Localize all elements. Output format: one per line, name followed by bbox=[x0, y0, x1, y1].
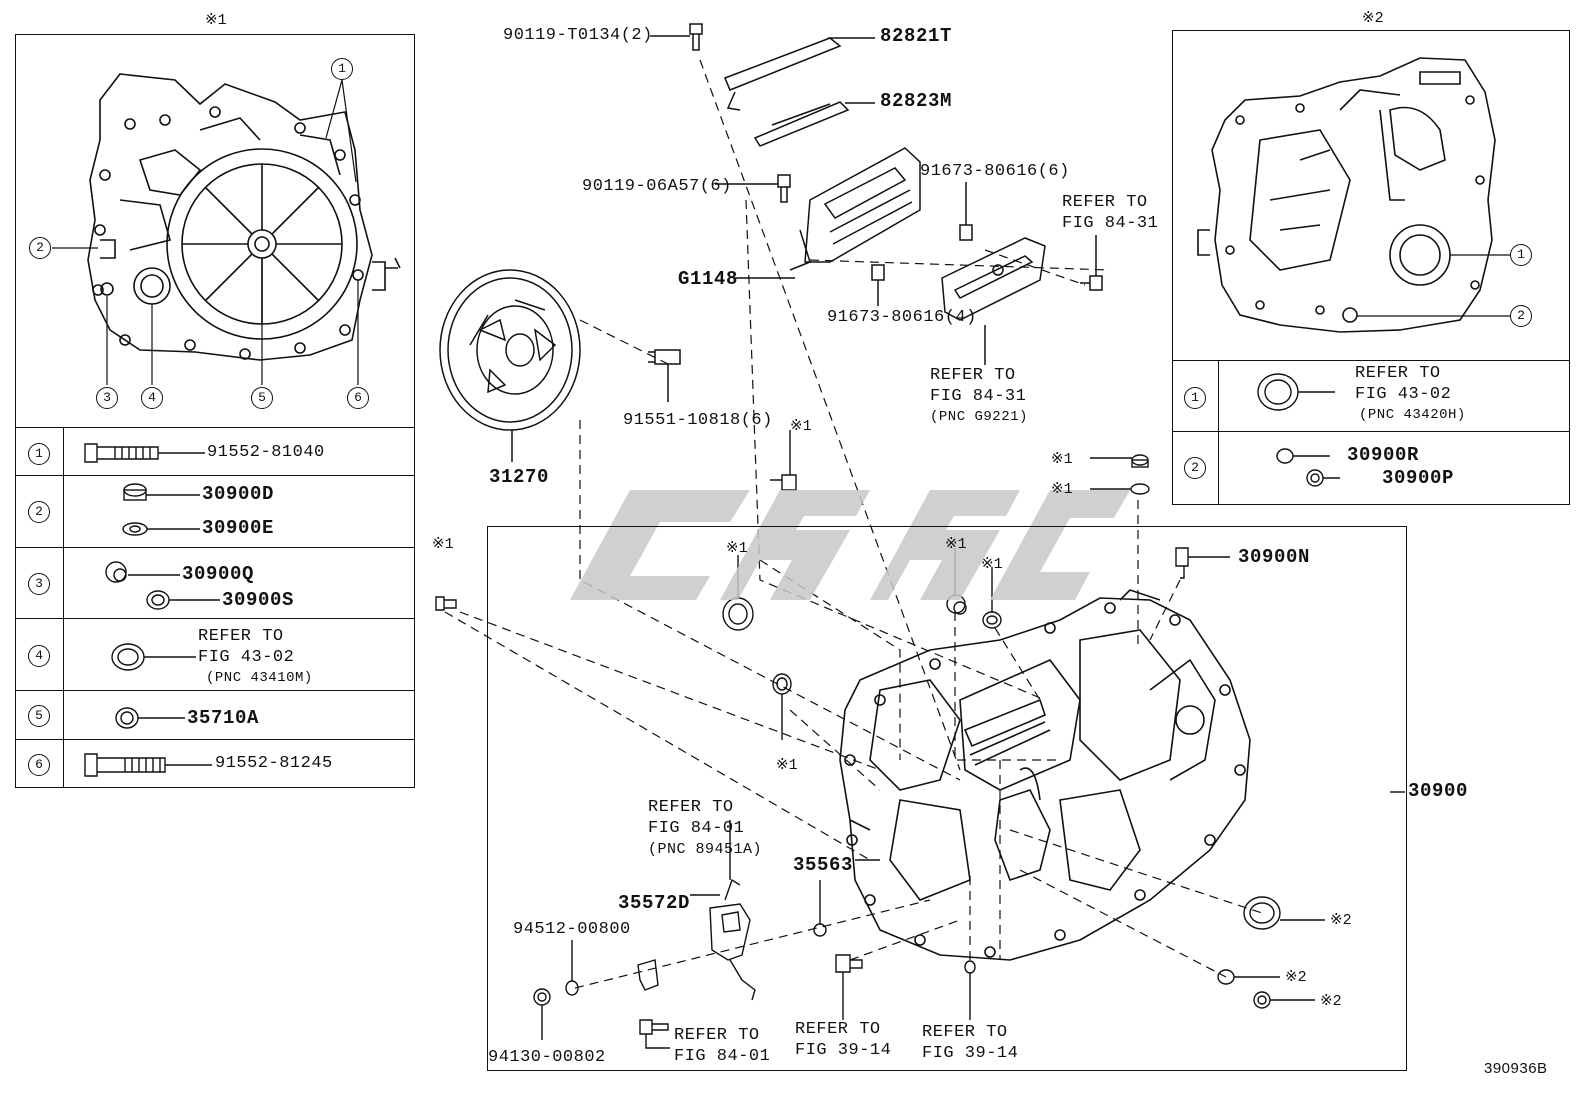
part-82823M[interactable]: 82823M bbox=[880, 90, 953, 112]
note-star1-seal: ※1 bbox=[726, 540, 748, 557]
part-30900S[interactable]: 30900S bbox=[222, 589, 295, 611]
note-star1-plug-top: ※1 bbox=[1051, 451, 1073, 468]
part-30900P[interactable]: 30900P bbox=[1382, 467, 1455, 489]
part-G1148[interactable]: G1148 bbox=[678, 268, 739, 290]
part-91552-81245[interactable]: 91552-81245 bbox=[215, 754, 333, 773]
part-30900R[interactable]: 30900R bbox=[1347, 444, 1420, 466]
left-callout-3: 3 bbox=[96, 387, 118, 409]
part-91551-10818[interactable]: 91551-10818(6) bbox=[623, 411, 773, 430]
right-table-num-2: 2 bbox=[1184, 457, 1206, 479]
part-90119-06A57[interactable]: 90119-06A57(6) bbox=[582, 177, 732, 196]
table-num-2: 2 bbox=[28, 501, 50, 523]
part-30900N[interactable]: 30900N bbox=[1238, 546, 1311, 568]
refer-fig-43-02-left[interactable]: REFER TO FIG 43-02 (PNC 43410M) bbox=[198, 627, 313, 686]
refer-fig-84-31-a[interactable]: REFER TO FIG 84-31 bbox=[1062, 193, 1159, 233]
refer-fig-84-01-a[interactable]: REFER TO FIG 84-01 (PNC 89451A) bbox=[648, 798, 763, 858]
note-star1-bolt: ※1 bbox=[790, 418, 812, 435]
main-transaxle-drawing bbox=[839, 589, 1251, 961]
top-center-parts bbox=[650, 23, 1103, 365]
left-table-part-icons bbox=[84, 443, 220, 777]
part-30900D[interactable]: 30900D bbox=[202, 483, 275, 505]
right-inset-note: ※2 bbox=[1362, 10, 1384, 27]
table-num-4: 4 bbox=[28, 645, 50, 667]
part-82821T[interactable]: 82821T bbox=[880, 25, 953, 47]
left-callout-2: 2 bbox=[29, 237, 51, 259]
part-90119-T0134[interactable]: 90119-T0134(2) bbox=[503, 26, 653, 45]
note-star2-seal: ※2 bbox=[1330, 912, 1352, 929]
table-num-6: 6 bbox=[28, 754, 50, 776]
part-91552-81040[interactable]: 91552-81040 bbox=[207, 443, 325, 462]
refer-fig-43-02-right[interactable]: REFER TO FIG 43-02 (PNC 43420H) bbox=[1355, 364, 1466, 423]
note-star2-oring: ※2 bbox=[1285, 969, 1307, 986]
table-num-3: 3 bbox=[28, 573, 50, 595]
part-94130-00802[interactable]: 94130-00802 bbox=[488, 1048, 606, 1067]
left-inset-note: ※1 bbox=[205, 12, 227, 29]
part-30900E[interactable]: 30900E bbox=[202, 517, 275, 539]
main-assembly-frame bbox=[487, 526, 1407, 1071]
right-inset-frame bbox=[1172, 30, 1570, 360]
part-31270[interactable]: 31270 bbox=[489, 466, 550, 488]
left-inset-frame bbox=[15, 34, 415, 427]
note-star1-oring: ※1 bbox=[981, 556, 1003, 573]
left-callout-4: 4 bbox=[141, 387, 163, 409]
table-num-1: 1 bbox=[28, 443, 50, 465]
note-star1-gasket-top: ※1 bbox=[1051, 481, 1073, 498]
right-table-part-icons bbox=[1257, 373, 1340, 487]
part-30900Q[interactable]: 30900Q bbox=[182, 563, 255, 585]
watermark-logo bbox=[570, 490, 1130, 600]
part-91673-80616-4[interactable]: 91673-80616(4) bbox=[827, 308, 977, 327]
left-callout-1: 1 bbox=[331, 58, 353, 80]
figure-code: 390936B bbox=[1484, 1060, 1548, 1077]
part-35563[interactable]: 35563 bbox=[793, 854, 854, 876]
note-star1-left-bolt: ※1 bbox=[432, 536, 454, 553]
left-callout-6: 6 bbox=[347, 387, 369, 409]
refer-fig-39-14-b[interactable]: REFER TO FIG 39-14 bbox=[922, 1023, 1019, 1063]
part-30900[interactable]: 30900 bbox=[1408, 780, 1469, 802]
part-91673-80616-6[interactable]: 91673-80616(6) bbox=[920, 162, 1070, 181]
part-35710A[interactable]: 35710A bbox=[187, 707, 260, 729]
note-star1-plug: ※1 bbox=[945, 536, 967, 553]
refer-fig-39-14-a[interactable]: REFER TO FIG 39-14 bbox=[795, 1020, 892, 1060]
dashed-guide-lines bbox=[444, 59, 1263, 989]
note-star1-washer: ※1 bbox=[776, 757, 798, 774]
right-callout-1: 1 bbox=[1510, 244, 1532, 266]
refer-fig-84-01-b[interactable]: REFER TO FIG 84-01 bbox=[674, 1026, 771, 1066]
clutch-damper-drawing bbox=[439, 269, 681, 462]
refer-fig-84-31-b[interactable]: REFER TO FIG 84-31 (PNC G9221) bbox=[930, 366, 1028, 425]
table-num-5: 5 bbox=[28, 705, 50, 727]
part-94512-00800[interactable]: 94512-00800 bbox=[513, 920, 631, 939]
left-callout-5: 5 bbox=[251, 387, 273, 409]
right-parts-table bbox=[1172, 360, 1570, 505]
note-star2-plug: ※2 bbox=[1320, 993, 1342, 1010]
left-parts-table bbox=[15, 427, 415, 788]
right-table-num-1: 1 bbox=[1184, 387, 1206, 409]
right-callout-2: 2 bbox=[1510, 305, 1532, 327]
part-35572D[interactable]: 35572D bbox=[618, 892, 691, 914]
left-inset-leaders bbox=[52, 79, 359, 385]
right-inset-leaders bbox=[1357, 254, 1510, 317]
